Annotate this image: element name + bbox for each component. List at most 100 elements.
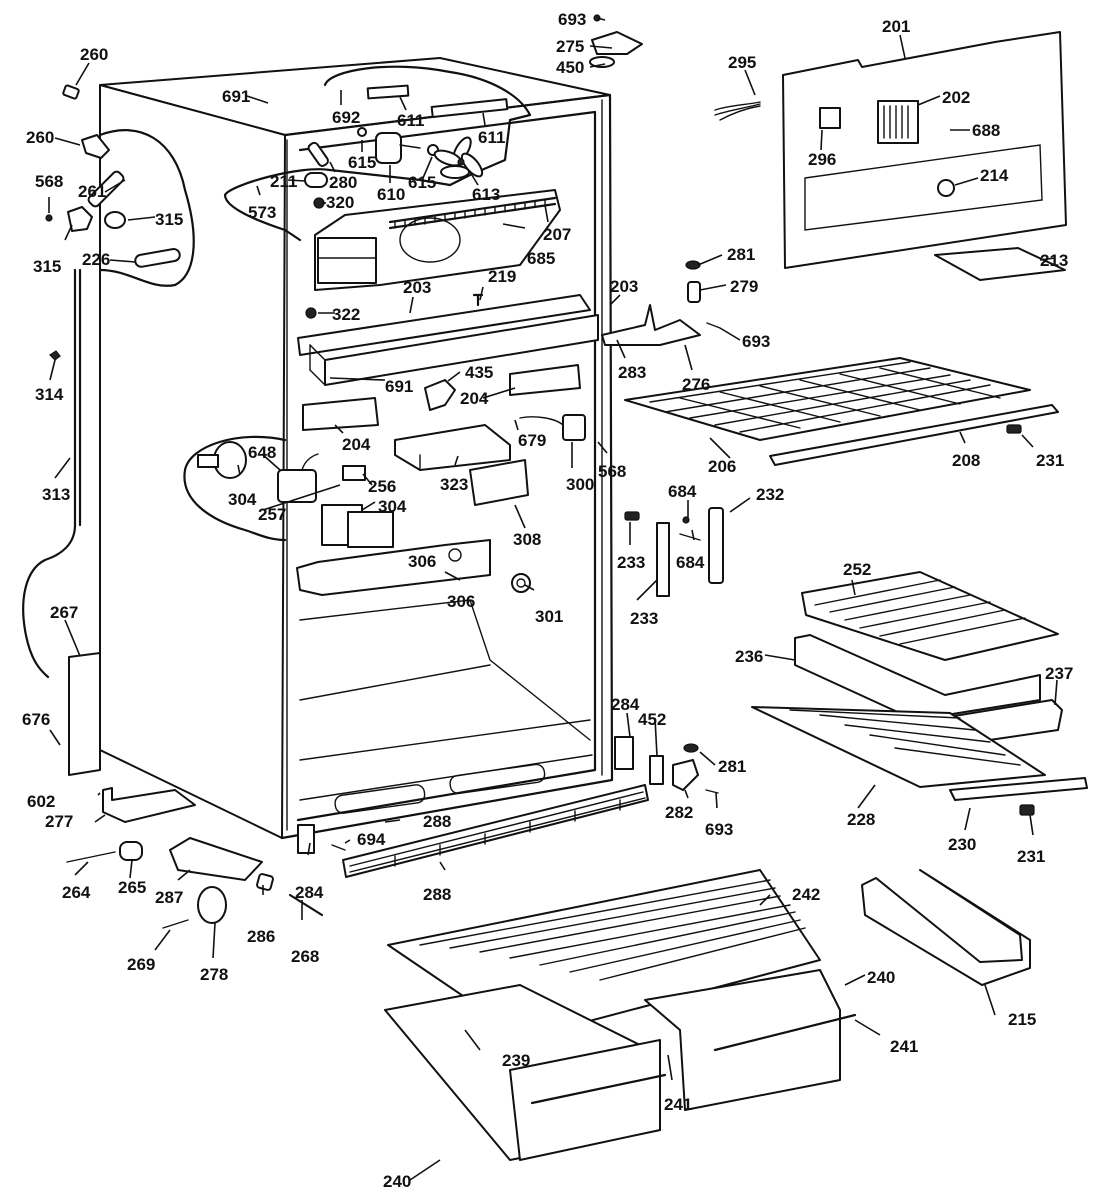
callout-233: 233 (630, 609, 658, 628)
callout-452: 452 (638, 710, 666, 729)
callout-688: 688 (972, 121, 1000, 140)
callout-leaders (48, 17, 1058, 1181)
callout-313: 313 (42, 485, 70, 504)
callout-219: 219 (488, 267, 516, 286)
callout-260: 260 (80, 45, 108, 64)
callout-693: 693 (742, 332, 770, 351)
callout-267: 267 (50, 603, 78, 622)
callout-615: 615 (348, 153, 376, 172)
callout-288: 288 (423, 885, 451, 904)
callout-304: 304 (378, 497, 407, 516)
callout-288: 288 (423, 812, 451, 831)
callout-257: 257 (258, 505, 286, 524)
grille-288 (342, 784, 649, 878)
callout-252: 252 (843, 560, 871, 579)
callout-306: 306 (447, 592, 475, 611)
top-hinge (589, 14, 643, 68)
callout-684: 684 (668, 482, 697, 501)
callout-278: 278 (200, 965, 228, 984)
callout-283: 283 (618, 363, 646, 382)
callout-203: 203 (610, 277, 638, 296)
callout-228: 228 (847, 810, 875, 829)
callout-226: 226 (82, 250, 110, 269)
callout-202: 202 (942, 88, 970, 107)
callout-231: 231 (1017, 847, 1045, 866)
callout-279: 279 (730, 277, 758, 296)
callout-239: 239 (502, 1051, 530, 1070)
callout-676: 676 (22, 710, 50, 729)
callout-207: 207 (543, 225, 571, 244)
callout-280: 280 (329, 173, 357, 192)
light-bulb-part (304, 172, 328, 188)
callout-231: 231 (1036, 451, 1064, 470)
callout-261: 261 (78, 182, 106, 201)
callout-211: 211 (270, 172, 297, 191)
callout-204: 204 (460, 389, 489, 408)
callout-306: 306 (408, 552, 436, 571)
callout-679: 679 (518, 431, 546, 450)
callout-692: 692 (332, 108, 360, 127)
callout-233: 233 (617, 553, 645, 572)
callout-300: 300 (566, 475, 594, 494)
callout-281: 281 (718, 757, 746, 776)
crisper-assembly (384, 869, 857, 1161)
callout-435: 435 (465, 363, 493, 382)
callout-296: 296 (808, 150, 836, 169)
callout-230: 230 (948, 835, 976, 854)
callout-215: 215 (1008, 1010, 1036, 1029)
callout-693: 693 (705, 820, 733, 839)
cutaway-outline-top (223, 65, 532, 242)
callout-450: 450 (556, 58, 584, 77)
callout-256: 256 (368, 477, 396, 496)
tube-280-part (307, 141, 329, 167)
fan-blade (433, 136, 484, 179)
callout-611: 611 (397, 111, 424, 130)
callout-201: 201 (882, 17, 910, 36)
callout-268: 268 (291, 947, 319, 966)
callout-610: 610 (377, 185, 405, 204)
evaporator-assembly (314, 189, 561, 291)
callout-277: 277 (45, 812, 73, 831)
callout-314: 314 (35, 385, 64, 404)
callout-684: 684 (676, 553, 705, 572)
callout-685: 685 (527, 249, 555, 268)
callout-694: 694 (357, 830, 386, 849)
callout-240: 240 (867, 968, 895, 987)
shelf-206 (624, 357, 1059, 466)
control-components (197, 364, 586, 596)
panel-267 (68, 652, 101, 776)
evaporator-fins (388, 196, 557, 230)
callout-281: 281 (727, 245, 755, 264)
callout-323: 323 (440, 475, 468, 494)
shelf-supports (624, 507, 724, 597)
callout-573: 573 (248, 203, 276, 222)
freezer-panel-201 (782, 31, 1067, 269)
door-shelf-215 (861, 869, 1031, 986)
callout-241: 241 (664, 1095, 692, 1114)
callout-269: 269 (127, 955, 155, 974)
callout-237: 237 (1045, 664, 1073, 683)
cutaway-outline-control (183, 435, 287, 542)
callout-315: 315 (155, 210, 183, 229)
callout-613: 613 (472, 185, 500, 204)
callout-265: 265 (118, 878, 146, 897)
callout-236: 236 (735, 647, 763, 666)
ice-tray-213 (934, 247, 1066, 281)
shelf-228 (751, 706, 1088, 816)
fan-motor-parts (357, 84, 509, 179)
callout-242: 242 (792, 885, 820, 904)
callout-214: 214 (980, 166, 1009, 185)
callout-208: 208 (952, 451, 980, 470)
callout-284: 284 (611, 695, 640, 714)
callout-322: 322 (332, 305, 360, 324)
callout-308: 308 (513, 530, 541, 549)
callout-206: 206 (708, 457, 736, 476)
middle-hinge (601, 260, 721, 346)
mullion-203 (297, 294, 599, 386)
plug-322-part (305, 307, 317, 319)
callout-labels: 260 260 261 568 315 315 226 314 313 691 … (22, 10, 1073, 1191)
callout-204: 204 (342, 435, 371, 454)
callout-301: 301 (535, 607, 563, 626)
callout-691: 691 (222, 87, 250, 106)
